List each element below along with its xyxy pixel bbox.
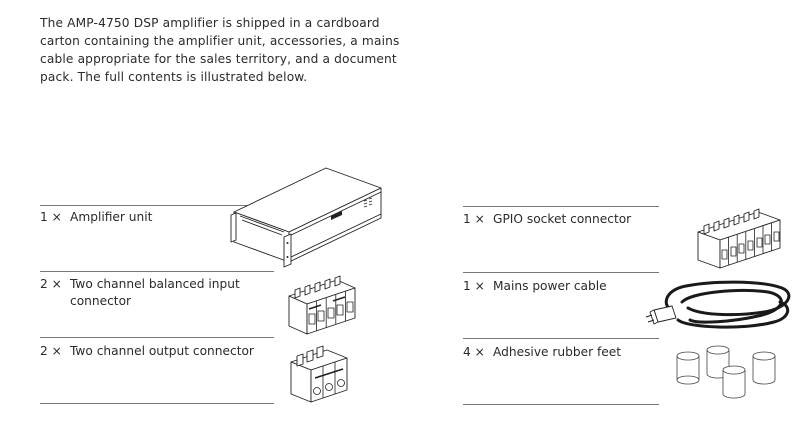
item-quantity: 1 ×	[463, 279, 485, 293]
divider	[463, 338, 659, 339]
item-description-line: Two channel balanced input	[70, 277, 240, 291]
intro-line: pack. The full contents is illustrated b…	[40, 70, 308, 84]
item-description: Two channel balanced input connector	[70, 276, 240, 310]
rubber-feet-icon	[676, 344, 778, 402]
item-description: Two channel output connector	[70, 344, 254, 358]
divider	[463, 272, 659, 273]
divider	[40, 205, 274, 206]
item-description: Mains power cable	[493, 279, 607, 293]
intro-line: cable appropriate for the sales territor…	[40, 52, 397, 66]
intro-line: carton containing the amplifier unit, ac…	[40, 34, 400, 48]
item-quantity: 2 ×	[40, 344, 62, 358]
item-description: Amplifier unit	[70, 210, 153, 224]
amplifier-unit-icon	[228, 158, 388, 270]
divider	[40, 403, 274, 404]
intro-paragraph: The AMP-4750 DSP amplifier is shipped in…	[40, 14, 420, 86]
item-quantity: 4 ×	[463, 345, 485, 359]
balanced-input-connector-icon	[285, 272, 361, 338]
intro-line: The AMP-4750 DSP amplifier is shipped in…	[40, 16, 380, 30]
divider	[463, 206, 659, 207]
divider	[463, 404, 659, 405]
divider	[40, 337, 274, 338]
item-quantity: 1 ×	[40, 210, 62, 224]
mains-cable-icon	[648, 276, 796, 334]
item-description: GPIO socket connector	[493, 212, 632, 226]
output-connector-icon	[285, 338, 361, 406]
item-description-line: connector	[70, 294, 132, 308]
item-description: Adhesive rubber feet	[493, 345, 622, 359]
gpio-connector-icon	[694, 202, 786, 272]
item-quantity: 1 ×	[463, 212, 485, 226]
item-quantity: 2 ×	[40, 277, 62, 291]
divider	[40, 271, 274, 272]
